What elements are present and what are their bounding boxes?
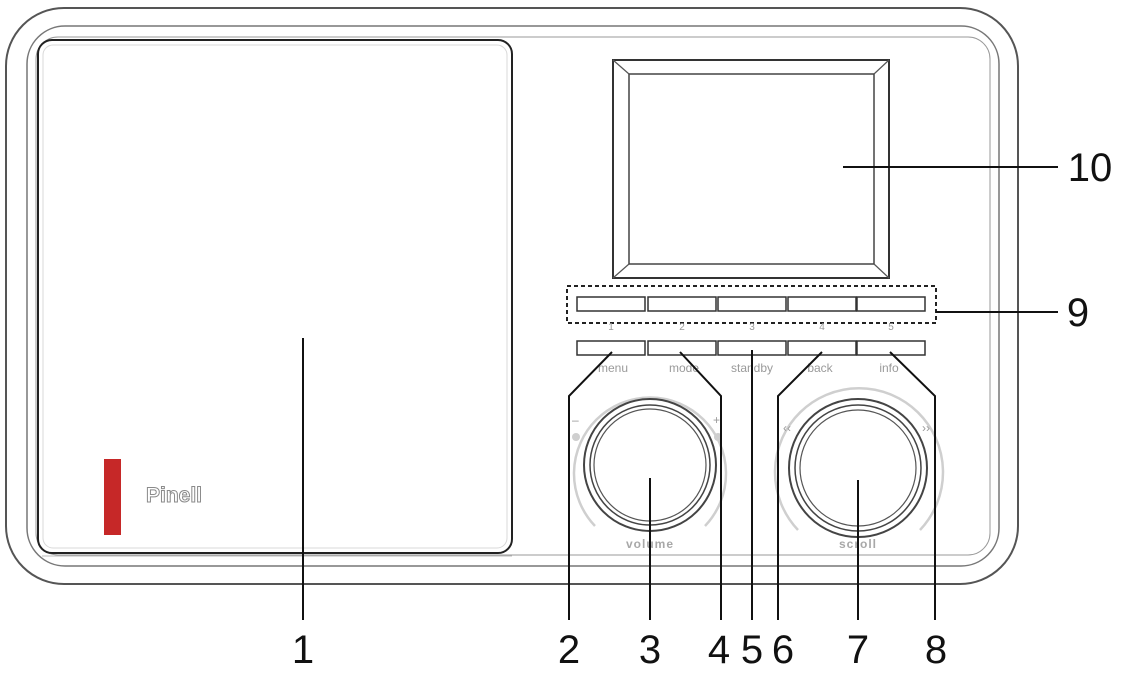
preset-button-3[interactable]: [717, 296, 787, 312]
display-bevel-tl: [612, 59, 630, 75]
preset-button-4[interactable]: [787, 296, 857, 312]
callout-6: 6: [772, 628, 794, 672]
display-bevel-br: [873, 263, 890, 279]
preset-button-5[interactable]: [856, 296, 926, 312]
menu-button[interactable]: [576, 340, 646, 356]
leader-lines: [302, 166, 1058, 620]
display-bevel-bl: [612, 263, 630, 279]
back-button[interactable]: [787, 340, 857, 356]
display-bevel-tr: [873, 59, 890, 75]
preset-button-2[interactable]: [647, 296, 717, 312]
callout-8: 8: [925, 628, 947, 672]
callout-7: 7: [847, 628, 869, 672]
radio-outer-housing: [5, 7, 1019, 585]
scroll-right-chevrons: ››: [922, 421, 930, 435]
callout-10: 10: [1068, 146, 1113, 190]
preset-number-1: 1: [608, 322, 614, 333]
leader-line-6: [777, 351, 823, 620]
callout-5: 5: [741, 628, 763, 672]
menu-label: menu: [598, 361, 628, 375]
radio-front-panel: [35, 36, 991, 556]
scroll-left-chevrons: ‹‹: [783, 421, 791, 435]
display-screen: [628, 73, 875, 265]
callout-2: 2: [558, 628, 580, 672]
volume-knob-arc: [572, 396, 728, 527]
volume-minus-dot: [572, 433, 580, 441]
speaker-grille: [37, 39, 513, 554]
preset-number-2: 2: [679, 322, 685, 333]
radio-inner-housing: [26, 25, 1000, 567]
brand-accent-bar: [104, 459, 121, 535]
callout-numbers: 1 2 3 4 5 6 7 8 9 10: [292, 146, 1112, 672]
leader-line-2: [568, 351, 613, 620]
preset-number-5: 5: [888, 322, 894, 333]
callout-3: 3: [639, 628, 661, 672]
volume-minus-sign: –: [572, 413, 579, 427]
function-button-labels: menu mode standby back info: [598, 361, 899, 375]
preset-buttons: [576, 296, 926, 312]
callout-1: 1: [292, 628, 314, 672]
leader-line-4: [679, 351, 722, 620]
preset-number-3: 3: [749, 322, 755, 333]
callout-4: 4: [708, 628, 730, 672]
leader-line-8: [889, 351, 936, 620]
preset-button-1[interactable]: [576, 296, 646, 312]
scroll-knob-arc: [773, 387, 945, 531]
volume-plus-sign: +: [713, 413, 720, 427]
preset-numbers: 1 2 3 4 5: [608, 322, 894, 333]
speaker-grille-inner-edge: [42, 44, 508, 549]
preset-number-4: 4: [819, 322, 825, 333]
brand-logo: Pinell: [146, 484, 202, 507]
preset-buttons-highlight: [566, 285, 937, 324]
info-label: info: [879, 361, 899, 375]
callout-9: 9: [1067, 291, 1089, 335]
info-button[interactable]: [856, 340, 926, 356]
back-label: back: [807, 361, 833, 375]
function-buttons: [576, 340, 926, 356]
